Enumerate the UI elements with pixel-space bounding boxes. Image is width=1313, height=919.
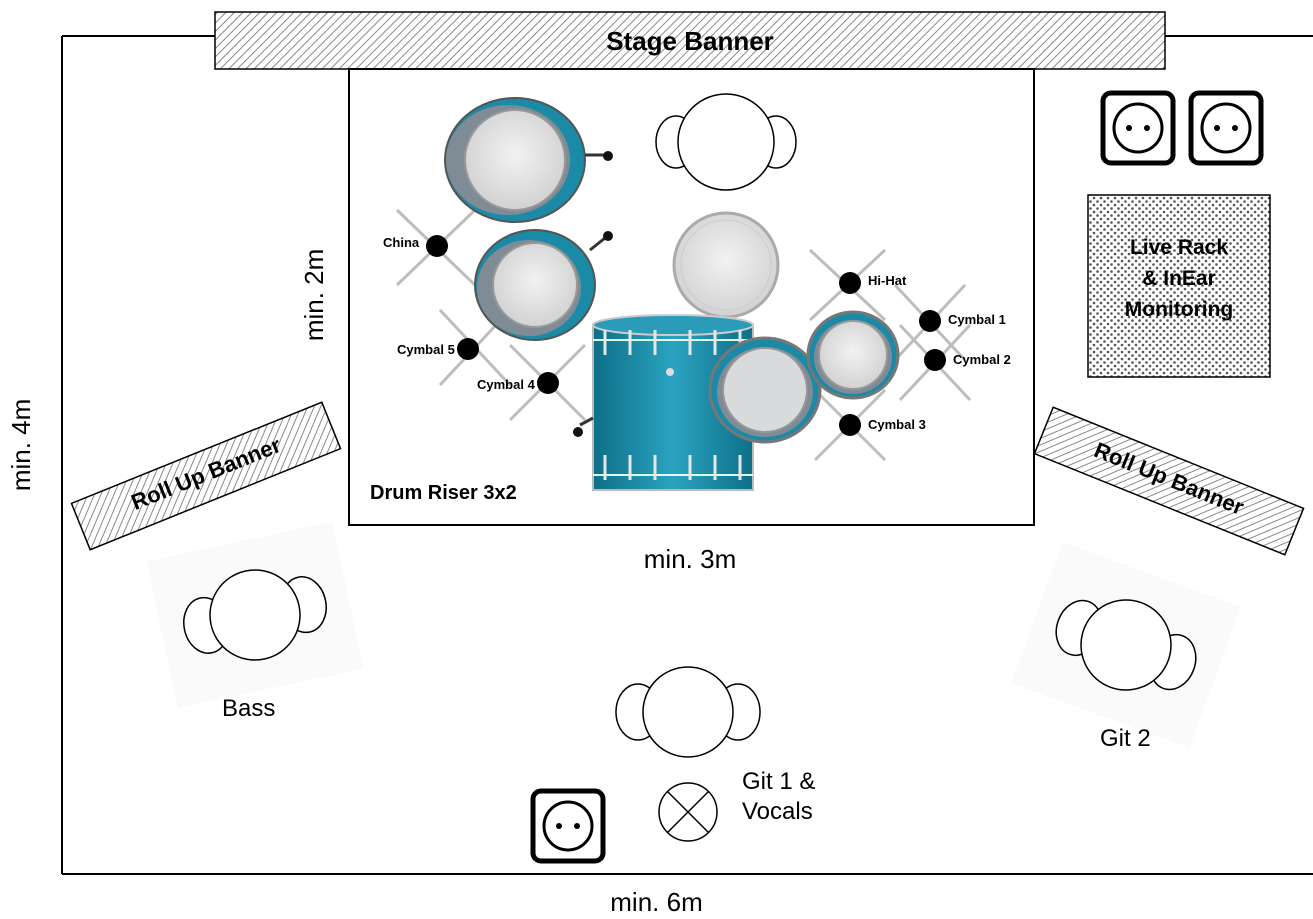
stage-banner bbox=[214, 11, 1166, 70]
roll-up-banner-right bbox=[1033, 406, 1305, 556]
snare-drum bbox=[672, 211, 780, 319]
cymbal3-marker bbox=[839, 414, 861, 436]
drummer-stool-icon bbox=[655, 93, 797, 191]
live-rack-line1: Live Rack bbox=[1129, 236, 1229, 259]
cymbal1-label: Cymbal 1 bbox=[948, 312, 1006, 327]
riser-dimension-width: min. 3m bbox=[643, 544, 737, 574]
hihat-marker bbox=[839, 272, 861, 294]
stage-banner-label: Stage Banner bbox=[606, 26, 774, 56]
git1-vocals-label: Git 1 & Vocals bbox=[742, 767, 815, 827]
live-rack-line2: & InEar bbox=[1142, 267, 1216, 290]
stage-dimension-width: min. 6m bbox=[610, 887, 703, 917]
power-outlet-icon bbox=[1100, 90, 1176, 166]
cymbal3-label: Cymbal 3 bbox=[868, 417, 926, 432]
floor-tom-2 bbox=[806, 310, 900, 400]
cymbal-markers bbox=[426, 235, 946, 436]
cymbal4-marker bbox=[537, 372, 559, 394]
stage-dimension-depth: min. 4m bbox=[6, 398, 37, 492]
floor-tom-1 bbox=[708, 336, 822, 444]
roll-up-banner-left bbox=[70, 401, 342, 551]
git2-label: Git 2 bbox=[1100, 725, 1151, 752]
git1-vocals-line1: Git 1 & bbox=[742, 768, 816, 795]
cymbal5-label: Cymbal 5 bbox=[397, 342, 455, 357]
git1-vocals-line2: Vocals bbox=[742, 798, 813, 825]
power-outlet-icon bbox=[530, 788, 606, 864]
china-label: China bbox=[383, 235, 420, 250]
live-rack-label: Live Rack & InEar Monitoring bbox=[1088, 232, 1270, 325]
bass-player-icon bbox=[146, 521, 364, 709]
cymbal2-label: Cymbal 2 bbox=[953, 352, 1011, 367]
cymbal5-marker bbox=[457, 338, 479, 360]
cymbal2-marker bbox=[924, 349, 946, 371]
cymbal4-label: Cymbal 4 bbox=[477, 377, 535, 392]
live-rack-line3: Monitoring bbox=[1124, 298, 1234, 321]
riser-dimension-depth: min. 2m bbox=[299, 248, 330, 342]
guitar1-vocal-player-icon bbox=[615, 666, 761, 758]
rack-tom-2 bbox=[474, 229, 613, 341]
hihat-label: Hi-Hat bbox=[868, 273, 907, 288]
vocal-mic-icon bbox=[658, 782, 718, 842]
cymbal1-marker bbox=[919, 310, 941, 332]
rack-tom-1 bbox=[444, 97, 613, 223]
live-rack bbox=[1087, 194, 1271, 378]
cymbal-stand-marks bbox=[395, 208, 972, 462]
power-outlet-icon bbox=[1188, 90, 1264, 166]
china-marker bbox=[426, 235, 448, 257]
bass-label: Bass bbox=[222, 695, 276, 722]
guitar2-player-icon bbox=[1011, 542, 1241, 748]
drum-riser-label: Drum Riser 3x2 bbox=[370, 482, 517, 504]
